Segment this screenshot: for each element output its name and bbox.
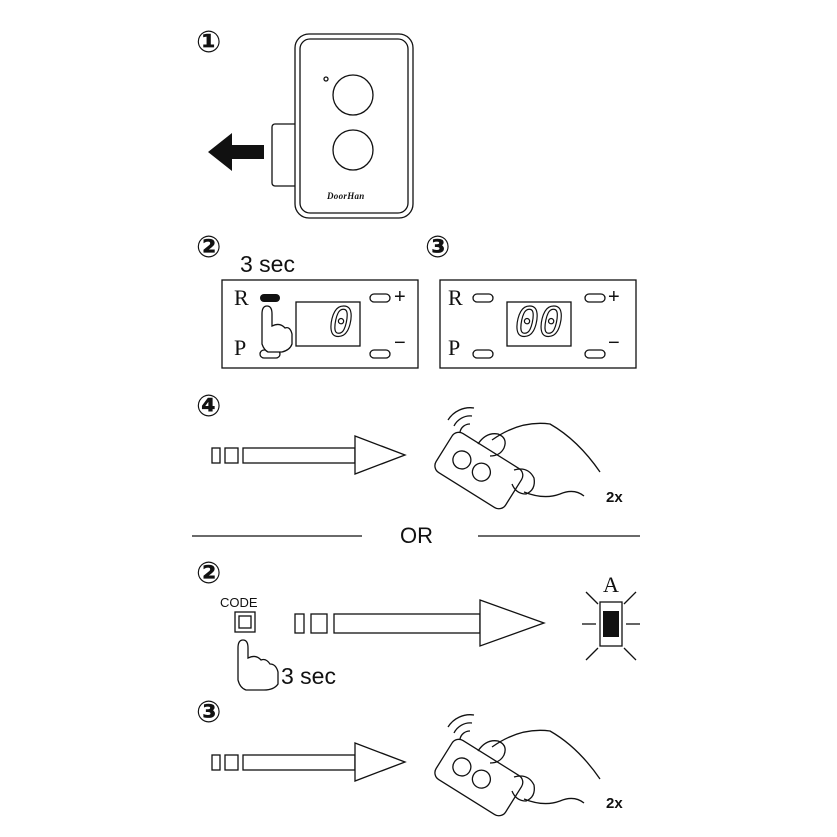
code-button-frame (234, 611, 256, 633)
receiver-panel-step3 (439, 279, 637, 369)
pressing-finger-icon-2 (237, 639, 279, 691)
arrow-tail-block-6 (224, 754, 239, 771)
minus-button-icon-2 (584, 349, 606, 359)
hold-duration-label: 3 sec (240, 251, 295, 277)
led-ray-top-right (623, 591, 637, 605)
arrow-head-icon-2 (479, 599, 546, 647)
led-ray-bottom-left (585, 647, 599, 661)
code-button-inner (238, 615, 252, 629)
repeat-count-top: 2x (606, 489, 623, 506)
alt-step-2-number: ② (196, 556, 222, 591)
code-button-label: CODE (220, 595, 258, 610)
minus-button-icon (369, 349, 391, 359)
handheld-remote-button-4 (471, 769, 492, 789)
remote-brand-logo: DoorHan (327, 191, 365, 201)
hold-duration-label-2: 3 sec (281, 663, 336, 689)
led-ray-bottom-right (623, 647, 637, 661)
step-1-number: ① (196, 25, 222, 60)
arrow-tail-block-2 (224, 447, 239, 464)
r-button-icon (472, 293, 494, 303)
or-separator-label: OR (400, 523, 433, 548)
remote-transmitter (271, 33, 414, 219)
p-label-2: P (448, 335, 461, 360)
r-label: R (234, 285, 249, 310)
thumb-outline (477, 433, 506, 457)
remote-button-top (332, 74, 374, 116)
arrow-step3b (211, 742, 407, 782)
slide-left-arrow-icon (208, 133, 264, 171)
arrow-tail-block-3 (294, 613, 305, 634)
segment-display-frame (295, 301, 361, 347)
receiver-panel-step2 (221, 279, 419, 369)
hand-bottom-outline-2 (523, 797, 585, 805)
remote-battery-cover (271, 123, 299, 187)
hand-with-remote-bottom (434, 714, 601, 817)
hand-with-remote-top (434, 407, 601, 510)
minus-label-2: − (608, 332, 620, 354)
r-button-pressed-icon (260, 294, 280, 302)
finger-outline-2 (511, 775, 535, 802)
handheld-remote-button-3 (452, 757, 472, 777)
thumb-outline-2 (477, 740, 506, 764)
remote-inner-shell (299, 38, 409, 214)
arrow-head-icon (354, 435, 407, 475)
finger-outline (511, 468, 535, 495)
led-ray-top-left (585, 591, 599, 605)
hand-bottom-outline (523, 490, 585, 498)
minus-label: − (394, 332, 406, 354)
alt-step-3-number: ③ (196, 695, 222, 730)
hand-top-outline-2 (491, 729, 601, 780)
arrow-shaft-2 (333, 613, 481, 634)
p-label: P (234, 335, 247, 360)
plus-label-2: + (608, 286, 620, 308)
arrow-head-icon-3 (354, 742, 407, 782)
p-button-icon-2 (472, 349, 494, 359)
step-2-number: ② (196, 230, 222, 265)
display-value-step3: 00 (514, 300, 564, 346)
arrow-tail-block-4 (310, 613, 328, 634)
arrow-tail-block-1 (211, 447, 221, 464)
hand-top-outline (491, 422, 601, 473)
arrow-tail-block-5 (211, 754, 221, 771)
r-label-2: R (448, 285, 463, 310)
handheld-remote-button-1 (452, 450, 472, 470)
pressing-finger-icon (261, 305, 293, 353)
step-3-number: ③ (425, 230, 451, 265)
remote-button-bottom (332, 129, 374, 171)
step-4-number: ④ (196, 389, 222, 424)
arrow-shaft-3 (242, 754, 356, 771)
led-indicator (582, 591, 640, 661)
led-lit-segment (603, 611, 619, 637)
display-value-step2: 0 (328, 300, 354, 346)
led-label: A (603, 572, 619, 597)
segment-display-frame-2 (506, 301, 572, 347)
handheld-remote-button-2 (471, 462, 492, 482)
arrow-shaft (242, 447, 356, 464)
arrow-step4 (211, 435, 407, 475)
plus-button-icon (369, 293, 391, 303)
plus-label: + (394, 286, 406, 308)
repeat-count-bottom: 2x (606, 795, 623, 812)
arrow-step2b (294, 599, 546, 647)
receiver-panel-frame (221, 279, 419, 369)
receiver-panel-frame-2 (439, 279, 637, 369)
plus-button-icon-2 (584, 293, 606, 303)
code-button-assembly (234, 611, 279, 691)
remote-indicator-icon (323, 76, 329, 82)
